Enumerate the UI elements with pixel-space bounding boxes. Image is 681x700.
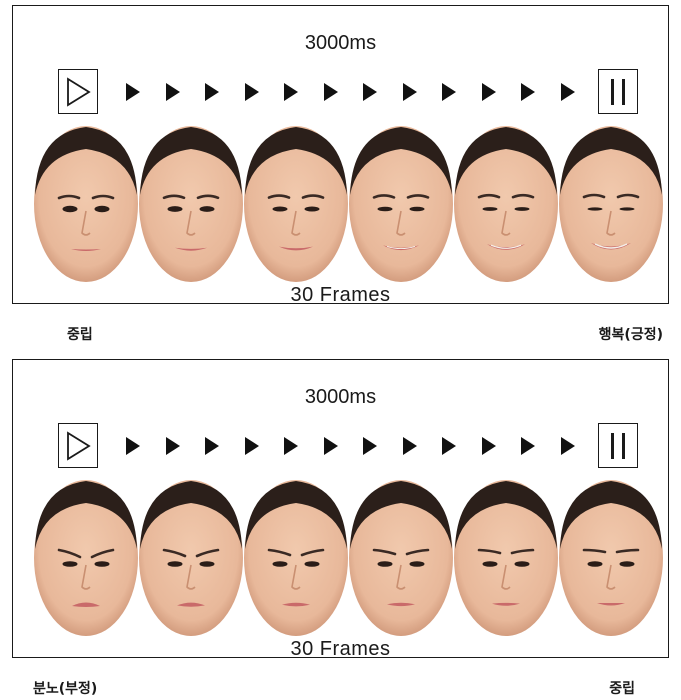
end-expression-caption: 행복(긍정) (599, 324, 663, 344)
sequence-arrow-icon (561, 437, 575, 455)
play-icon[interactable] (58, 423, 98, 468)
sequence-arrow-icon (324, 437, 338, 455)
face-frame-image (453, 479, 559, 637)
duration-label: 3000ms (13, 32, 668, 55)
face-frame-image (348, 479, 454, 637)
face-frame-image (138, 125, 244, 283)
sequence-arrow-icon (363, 437, 377, 455)
face-frame-image (558, 479, 664, 637)
face-frame-image (453, 125, 559, 283)
sequence-arrow-icon (324, 83, 338, 101)
sequence-arrow-icon (442, 83, 456, 101)
sequence-arrow-icon (403, 83, 417, 101)
sequence-arrow-icon (442, 437, 456, 455)
sequence-arrow-icon (284, 83, 298, 101)
sequence-arrow-icon (482, 83, 496, 101)
sequence-arrow-icon (126, 437, 140, 455)
morph-sequence-panel-anger: 3000ms (12, 359, 669, 658)
morph-sequence-panel-happy: 3000ms (12, 5, 669, 304)
sequence-arrow-icon (561, 83, 575, 101)
face-frame-image (138, 479, 244, 637)
sequence-arrow-icon (245, 437, 259, 455)
sequence-arrow-icon (403, 437, 417, 455)
end-expression-caption: 중립 (609, 678, 635, 698)
start-expression-caption: 중립 (67, 324, 93, 344)
pause-icon[interactable] (598, 69, 638, 114)
pause-icon[interactable] (598, 423, 638, 468)
face-frame-image (243, 479, 349, 637)
sequence-arrow-icon (245, 83, 259, 101)
play-icon[interactable] (58, 69, 98, 114)
face-frame-image (348, 125, 454, 283)
sequence-arrow-icon (482, 437, 496, 455)
face-frame-image (243, 125, 349, 283)
sequence-arrow-icon (166, 83, 180, 101)
face-frame-image (33, 479, 139, 637)
duration-label: 3000ms (13, 386, 668, 409)
sequence-arrow-icon (205, 437, 219, 455)
sequence-arrow-icon (284, 437, 298, 455)
face-frame-image (33, 125, 139, 283)
sequence-arrow-icon (166, 437, 180, 455)
frames-label: 30 Frames (13, 638, 668, 661)
face-frame-image (558, 125, 664, 283)
start-expression-caption: 분노(부정) (33, 678, 97, 698)
sequence-arrow-icon (363, 83, 377, 101)
frames-label: 30 Frames (13, 284, 668, 307)
sequence-arrow-icon (205, 83, 219, 101)
sequence-arrow-icon (521, 83, 535, 101)
sequence-arrow-icon (126, 83, 140, 101)
sequence-arrow-icon (521, 437, 535, 455)
